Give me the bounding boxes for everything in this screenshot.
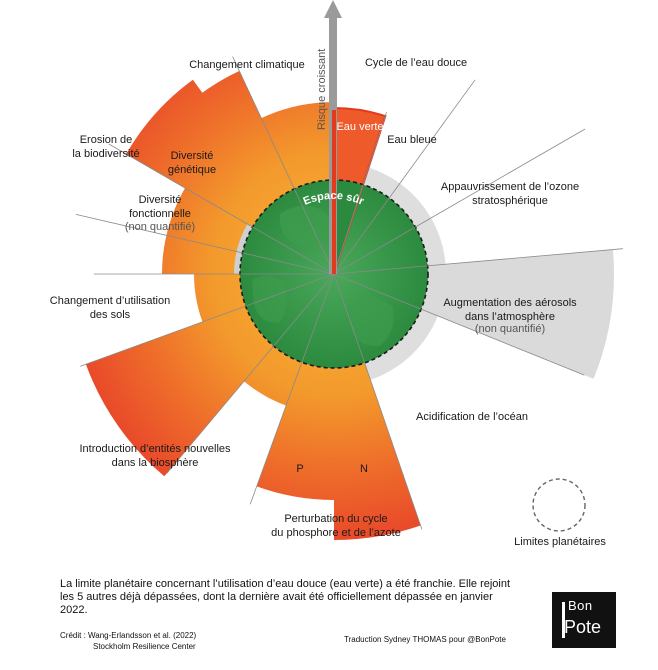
label-nitrogen: N bbox=[360, 463, 368, 475]
sector-divider bbox=[108, 143, 335, 275]
legend-label: Limites planétaires bbox=[514, 536, 606, 548]
legend-boundary-circle bbox=[532, 478, 586, 532]
safe-space-label-text: Espace sûr bbox=[302, 190, 367, 208]
sector-divider bbox=[75, 214, 335, 275]
sector-divider bbox=[166, 273, 335, 474]
label-ocean-acidification: Acidification de l’océan bbox=[416, 411, 528, 423]
safe-space-label: Espace sûr bbox=[302, 190, 367, 208]
label-blue-water: Eau bleue bbox=[387, 134, 437, 146]
label-freshwater-cycle: Cycle de l’eau douce bbox=[365, 57, 467, 69]
logo-bar bbox=[562, 602, 565, 638]
label-aerosols-note: (non quantifié) bbox=[475, 323, 545, 335]
risk-axis-arrow bbox=[324, 0, 342, 274]
sector-divider bbox=[333, 248, 623, 275]
translation-credit: Traduction Sydney THOMAS pour @BonPote bbox=[344, 635, 506, 644]
label-climate-change: Changement climatique bbox=[189, 59, 305, 71]
sector-divider bbox=[232, 56, 335, 275]
label-green-water: Eau verte bbox=[336, 121, 383, 133]
credit: Crédit : Wang-Erlandsson et al. (2022) S… bbox=[60, 630, 196, 652]
label-phosphorus: P bbox=[296, 463, 303, 475]
credit-line-2: Stockholm Resilience Center bbox=[93, 642, 196, 651]
credit-line-1: Crédit : Wang-Erlandsson et al. (2022) bbox=[60, 631, 197, 640]
label-functional-diversity-note: (non quantifié) bbox=[125, 221, 195, 233]
logo-text-bottom: Pote bbox=[564, 617, 602, 637]
sector-divider bbox=[333, 112, 387, 275]
risk-axis-label: Risque croissant bbox=[316, 49, 328, 130]
sector-divider bbox=[249, 273, 335, 505]
sector-divider bbox=[333, 273, 423, 530]
logo-text-top: Bon bbox=[568, 598, 593, 613]
sector-dividers bbox=[75, 56, 623, 530]
sector-divider bbox=[333, 79, 476, 275]
planetary-boundaries-diagram: Risque croissant Espace sûr Changement c… bbox=[50, 0, 623, 548]
sector-divider bbox=[80, 273, 335, 367]
sector-divider bbox=[333, 273, 585, 376]
bonpote-logo: Bon Pote bbox=[552, 592, 616, 648]
figure-caption: La limite planétaire concernant l’utilis… bbox=[60, 578, 511, 616]
sector-divider bbox=[333, 128, 586, 275]
